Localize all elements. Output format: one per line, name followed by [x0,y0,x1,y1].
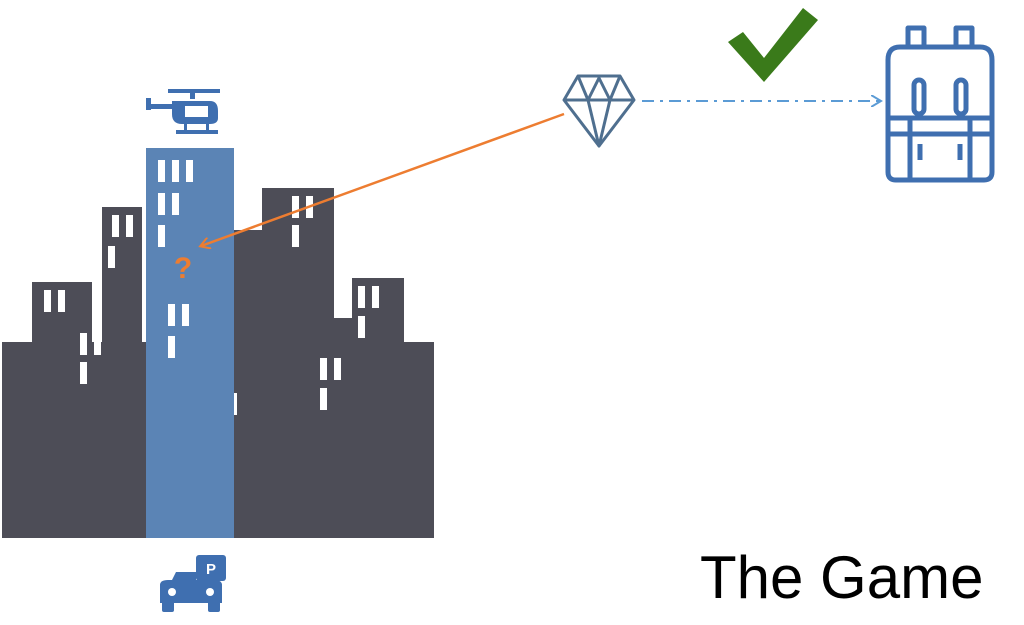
gem-icon [562,74,636,148]
orange-arrow [201,112,565,246]
city-skyline: ? [2,148,434,538]
checkmark-icon [728,8,818,82]
helicopter-icon [146,89,220,134]
parking-sign-label: P [206,561,216,578]
backpack-icon [885,25,995,183]
unknown-floor-marker: ? [174,252,192,285]
target-tower: ? [146,148,234,538]
tower-windows [158,160,193,358]
slide-title: The Game [700,544,984,611]
parking-car-icon: P [160,555,226,612]
